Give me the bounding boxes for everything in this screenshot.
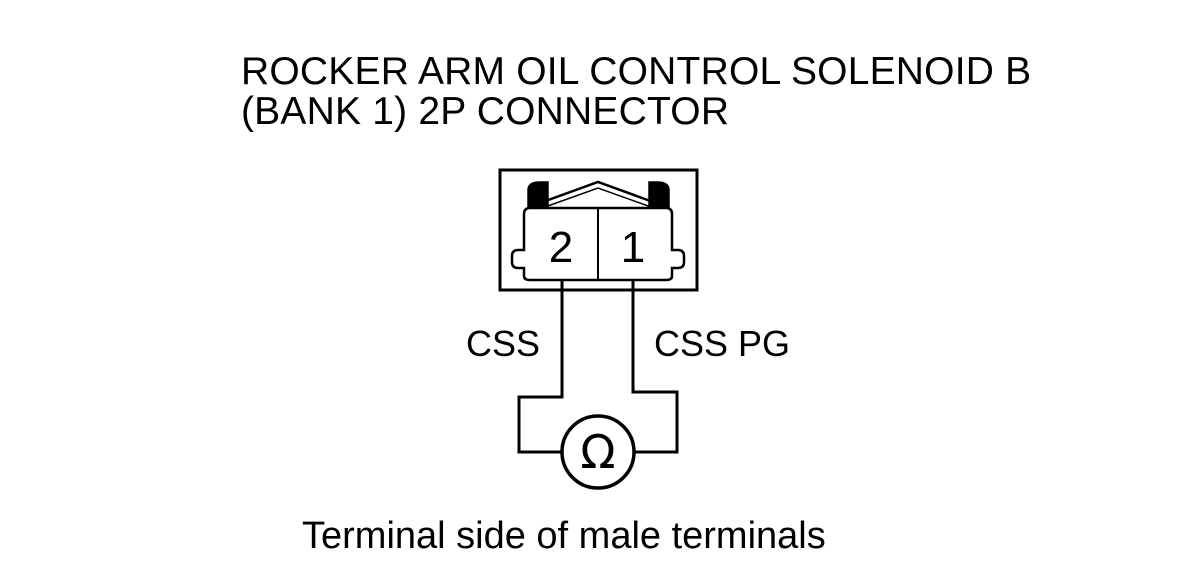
connector-title-line-1: ROCKER ARM OIL CONTROL SOLENOID B: [241, 50, 1032, 93]
connector-housing: [498, 168, 699, 292]
pin-1-label: 1: [621, 223, 645, 272]
lead-pin-1: [631, 280, 679, 454]
ohmmeter-icon: Ω: [560, 414, 636, 490]
wire-label-css: CSS: [466, 323, 541, 364]
ohm-symbol: Ω: [580, 425, 615, 479]
diagram-caption: Terminal side of male terminals: [302, 515, 826, 557]
wire-label-css-pg: CSS PG: [654, 323, 791, 364]
connector-title-line-2: (BANK 1) 2P CONNECTOR: [241, 90, 730, 133]
pin-2-label: 2: [549, 223, 573, 272]
test-leads: [517, 280, 679, 454]
lead-pin-2: [517, 280, 564, 454]
